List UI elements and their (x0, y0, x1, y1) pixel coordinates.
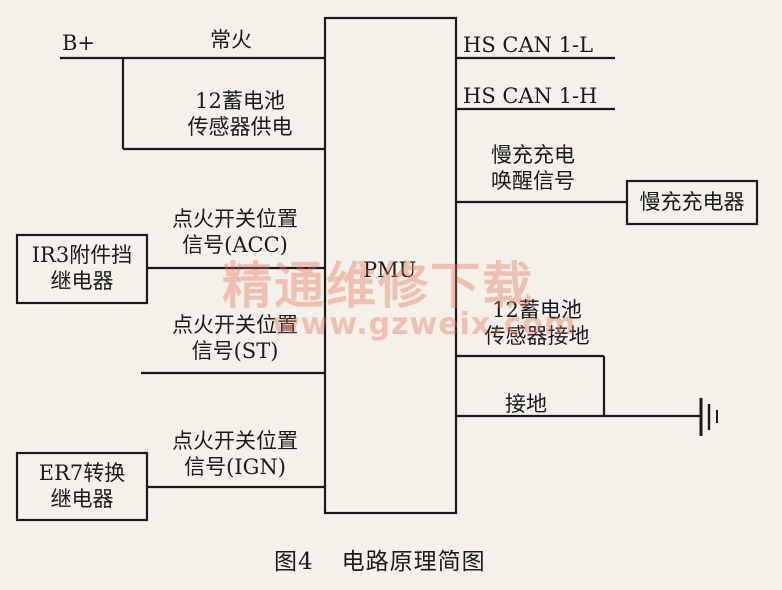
st-signal-label: 点火开关位置 信号(ST) (172, 313, 298, 363)
acc-signal-label: 点火开关位置 信号(ACC) (172, 207, 298, 257)
watermark-url: www.gzweix.com (272, 307, 577, 342)
ground-label: 接地 (505, 392, 547, 416)
figure-caption: 图4 电路原理简图 (274, 542, 486, 576)
b-plus-label: B+ (62, 31, 96, 55)
hs-can-l-label: HS CAN 1-L (463, 33, 594, 57)
figure-number: 图4 (274, 549, 314, 575)
watermark-title: 精通维修下载 (222, 256, 534, 315)
er7-relay-label: ER7转换 继电器 (38, 461, 126, 511)
sensor-ground-label: 12蓄电池 传感器接地 (484, 298, 590, 348)
slow-charger-box (625, 179, 759, 226)
ground-symbol-icon (699, 398, 718, 436)
sensor-power-label: 12蓄电池 传感器供电 (187, 89, 293, 139)
hs-can-h-label: HS CAN 1-H (463, 84, 598, 108)
wake-signal-label: 慢充充电 唤醒信号 (491, 143, 575, 193)
figure-title: 电路原理简图 (341, 549, 486, 575)
ir3-relay-label: IR3附件挡 继电器 (31, 243, 133, 293)
always-on-label: 常火 (210, 28, 252, 52)
ign-signal-label: 点火开关位置 信号(IGN) (172, 429, 298, 479)
slow-charger-label: 慢充充电器 (639, 190, 745, 214)
pmu-label: PMU (363, 258, 417, 282)
pmu-box (323, 16, 458, 515)
